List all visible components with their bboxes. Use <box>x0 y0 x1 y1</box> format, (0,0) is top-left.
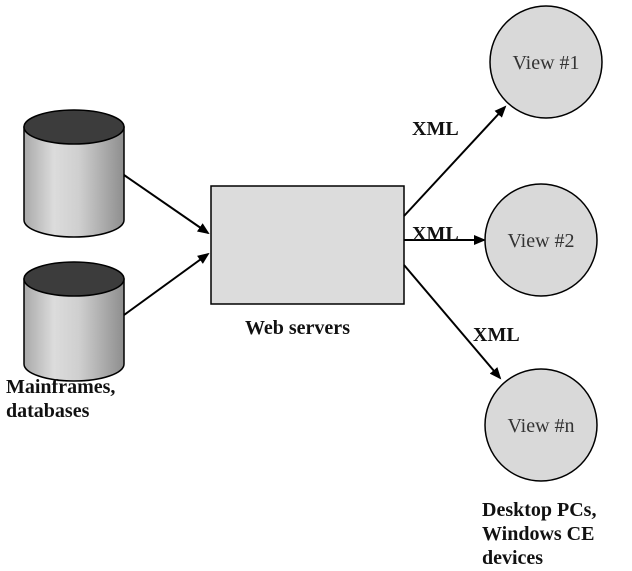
view-n-circle <box>484 368 598 482</box>
web-server-box <box>210 185 405 305</box>
xml-label-bottom: XML <box>473 324 520 346</box>
arrow-server-to-view1 <box>403 105 507 217</box>
xml-label-middle: XML <box>412 223 459 245</box>
clients-label-line3: devices <box>482 547 543 569</box>
view-1-circle <box>489 5 603 119</box>
database-cylinder-top <box>23 109 125 238</box>
database-cylinder-bottom <box>23 261 125 382</box>
view-n-label: View #n <box>507 415 574 437</box>
arrow-db2-to-server <box>123 252 210 316</box>
view-1-label: View #1 <box>512 52 579 74</box>
sources-label-line1: Mainframes, <box>6 376 115 398</box>
clients-label-line2: Windows CE <box>482 523 594 545</box>
sources-label-line2: databases <box>6 400 90 422</box>
arrow-db1-to-server <box>123 174 210 235</box>
web-servers-label: Web servers <box>245 317 350 339</box>
arrow-server-to-viewN <box>403 264 502 380</box>
xml-label-top: XML <box>412 118 459 140</box>
clients-label-line1: Desktop PCs, <box>482 499 596 521</box>
view-2-label: View #2 <box>507 230 574 252</box>
